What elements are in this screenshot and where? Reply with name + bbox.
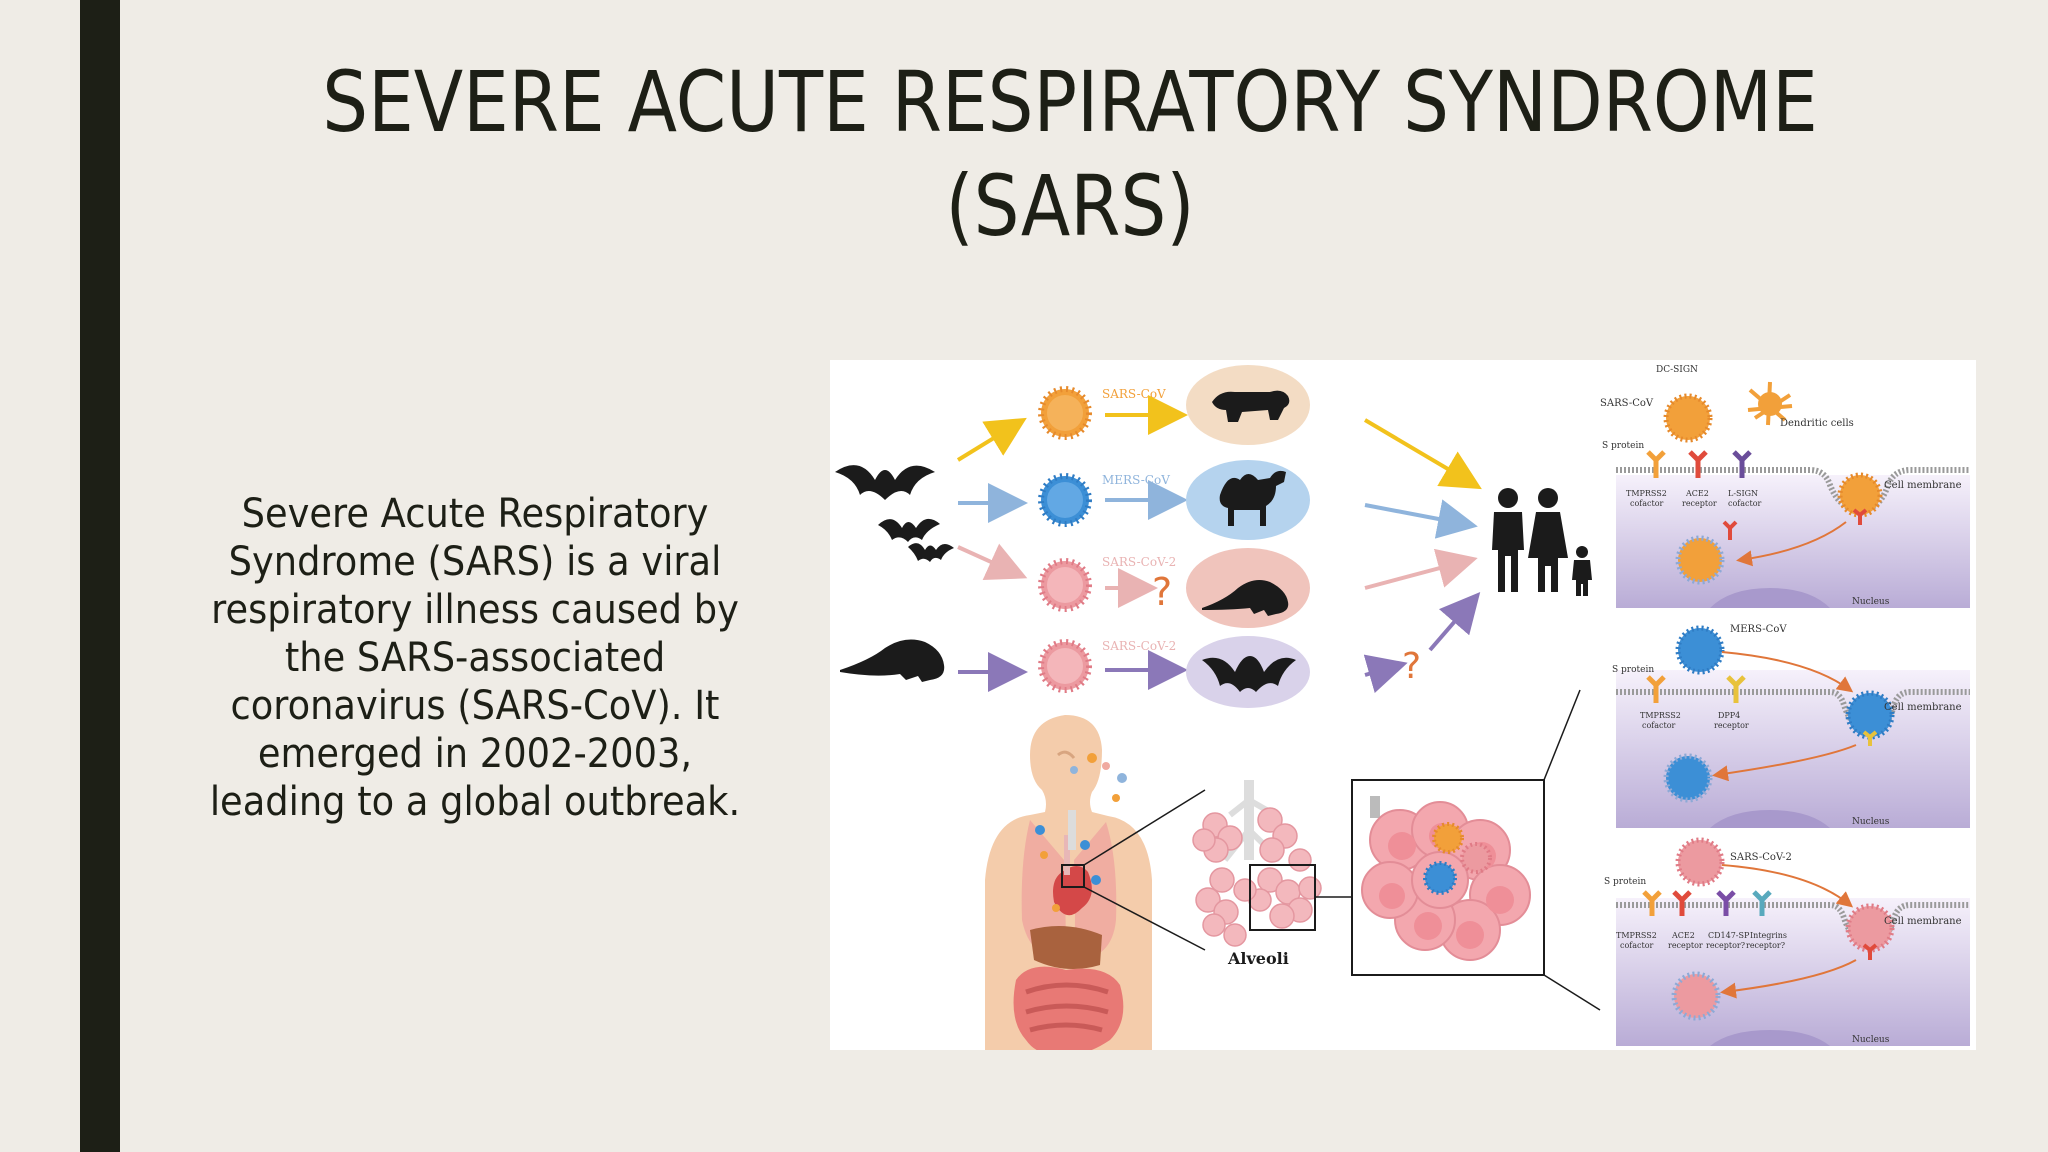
receptor-label: ACE2 [1671, 931, 1695, 940]
receptor-label: TMPRSS2 [1626, 489, 1667, 498]
human-body-illustration [985, 715, 1152, 1050]
virus-name-label: MERS-CoV [1730, 624, 1787, 635]
sars-cov-entry-panel [1616, 381, 1970, 608]
receptor-label: cofactor [1620, 941, 1654, 950]
description-text: Severe Acute Respiratory Syndrome (SARS)… [209, 491, 741, 825]
zoomed-alveolus-illustration [1351, 779, 1545, 976]
virus-label: SARS-CoV-2 [1102, 639, 1176, 653]
dc-sign-label: DC-SIGN [1656, 365, 1698, 375]
sars-cov-2-virus-icon [1038, 558, 1092, 612]
virus-label: SARS-CoV [1102, 387, 1166, 401]
sars-cov-2-virus-icon [1038, 639, 1092, 693]
receptor-label: cofactor [1728, 499, 1762, 508]
receptor-label: L-SIGN [1728, 489, 1758, 498]
receptor-label: receptor [1682, 499, 1717, 508]
receptor-label: receptor? [1706, 941, 1745, 950]
virus-name-label: SARS-CoV-2 [1730, 852, 1792, 863]
alveoli-illustration [1192, 780, 1322, 947]
s-protein-label: S protein [1612, 665, 1654, 675]
sars-cov-virus-icon [1038, 386, 1092, 440]
nucleus-label: Nucleus [1852, 817, 1890, 827]
receptor-label: receptor [1714, 721, 1749, 730]
virus-label: SARS-CoV-2 [1102, 555, 1176, 569]
receptor-label: ACE2 [1685, 489, 1709, 498]
virus-name-label: SARS-CoV [1600, 398, 1654, 409]
nucleus-label: Nucleus [1852, 597, 1890, 607]
unknown-marker: ? [1402, 646, 1421, 687]
alveoli-label: Alveoli [1227, 949, 1289, 968]
receptor-label: TMPRSS2 [1616, 931, 1657, 940]
receptor-label: receptor? [1746, 941, 1785, 950]
receptor-label: receptor [1668, 941, 1703, 950]
receptor-label: Integrins [1750, 931, 1787, 940]
accent-bar [80, 0, 120, 1152]
receptor-label: DPP4 [1718, 711, 1740, 720]
s-protein-label: S protein [1602, 441, 1644, 451]
cell-membrane-label: Cell membrane [1884, 702, 1962, 713]
receptor-label: TMPRSS2 [1640, 711, 1681, 720]
receptor-label: cofactor [1642, 721, 1676, 730]
unknown-marker: ? [1152, 570, 1172, 614]
cell-membrane-label: Cell membrane [1884, 916, 1962, 927]
title-line-1: SEVERE ACUTE RESPIRATORY SYNDROME [322, 53, 1818, 151]
camel-icon [1219, 470, 1286, 526]
nucleus-label: Nucleus [1852, 1035, 1890, 1045]
s-protein-label: S protein [1604, 877, 1646, 887]
pangolin-icon [840, 639, 945, 682]
coronavirus-transmission-figure: SARS-CoV MERS-CoV SARS-CoV-2 SARS-CoV-2 … [830, 360, 1976, 1050]
receptor-label: cofactor [1630, 499, 1664, 508]
human-family-icon [1492, 488, 1592, 596]
pangolin-icon [1202, 580, 1289, 616]
dendritic-cells-label: Dendritic cells [1780, 418, 1854, 429]
title-line-2: (SARS) [945, 157, 1195, 255]
mers-cov-virus-icon [1038, 473, 1092, 527]
cell-membrane-label: Cell membrane [1884, 480, 1962, 491]
civet-icon [1212, 390, 1290, 422]
sars-cov-2-entry-panel [1616, 837, 1970, 1046]
bat-icon [1202, 656, 1296, 692]
virus-label: MERS-CoV [1102, 473, 1170, 487]
bats-icon [835, 465, 954, 562]
page-title: SEVERE ACUTE RESPIRATORY SYNDROME (SARS) [287, 50, 1852, 258]
receptor-label: CD147-SP [1708, 931, 1750, 940]
mers-cov-entry-panel [1616, 625, 1970, 828]
